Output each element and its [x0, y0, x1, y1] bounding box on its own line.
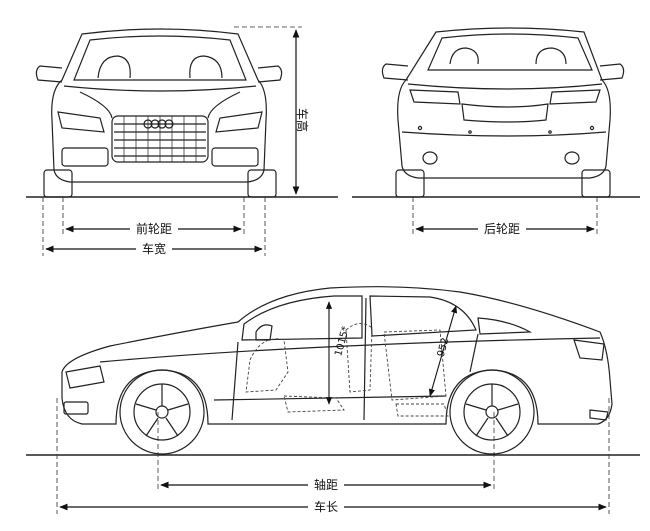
front-headroom-dimension: 1015* — [325, 301, 352, 405]
front-width-dimension: 车宽 — [42, 197, 266, 256]
dimension-arrow-icon — [428, 305, 458, 397]
front-view — [26, 28, 338, 198]
rear-track-label: 后轮距 — [484, 222, 520, 236]
front-height-label: 车高 — [295, 108, 310, 132]
front-track-label: 前轮距 — [136, 221, 172, 236]
length-label: 车长 — [314, 499, 338, 514]
rear-track-dimension: 后轮距 — [412, 197, 598, 236]
rear-headroom-dimension: 952 — [428, 305, 458, 397]
front-track-dimension: 前轮距 — [62, 197, 245, 236]
rear-view — [352, 27, 640, 198]
front-width-label: 车宽 — [142, 241, 166, 256]
front-headroom-value: 1015* — [333, 325, 352, 357]
length-dimension: 车长 — [56, 398, 610, 514]
wheelbase-dimension: 轴距 — [157, 412, 495, 492]
side-view — [26, 286, 640, 456]
wheelbase-label: 轴距 — [314, 477, 338, 492]
rear-headroom-value: 952 — [436, 337, 452, 358]
front-height-dimension: 车高 — [234, 26, 310, 195]
